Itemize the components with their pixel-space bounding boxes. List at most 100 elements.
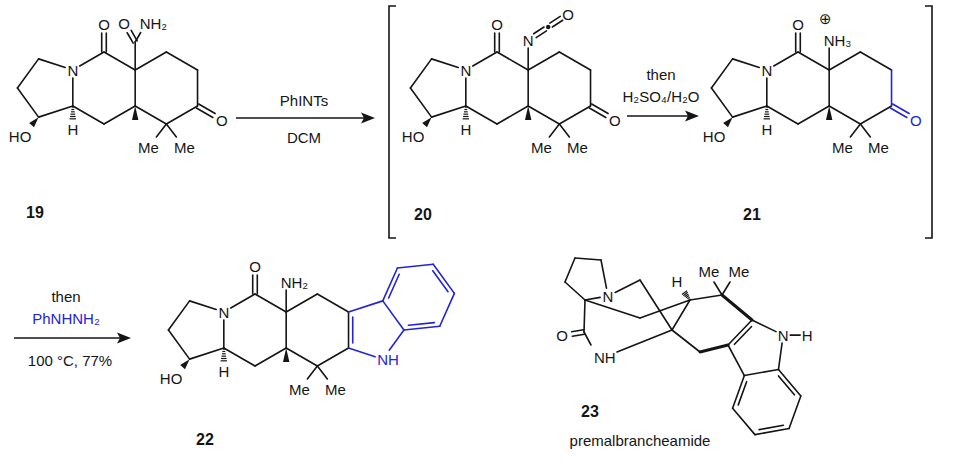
bond-line <box>592 104 608 114</box>
label-anchor: N <box>523 33 534 48</box>
bond-line <box>317 366 327 379</box>
bond-line <box>527 48 529 70</box>
bond-line <box>285 290 287 312</box>
bond-line <box>432 59 459 68</box>
label-anchor: 21 <box>743 207 761 223</box>
label-anchor: H <box>802 328 813 343</box>
bond-line <box>383 301 404 330</box>
hash-bond <box>464 111 468 112</box>
arrow-head <box>117 333 131 344</box>
bond-line <box>39 59 66 68</box>
bond-line <box>690 295 722 300</box>
bond-line <box>733 408 755 434</box>
bond-line <box>494 33 496 52</box>
bond-line <box>256 275 258 294</box>
atom-label: Me <box>138 140 159 155</box>
bond-line <box>893 104 909 114</box>
wedge-bond <box>180 359 189 369</box>
condition-text: then <box>646 67 675 82</box>
atom-label: NH₂ <box>140 16 168 31</box>
label-anchor: 22 <box>196 432 214 448</box>
atom-label: HO <box>402 129 425 144</box>
bond-line <box>733 59 760 68</box>
atom-label: Me <box>699 264 720 279</box>
atom-label: NH <box>377 352 399 367</box>
bond-line <box>572 334 584 336</box>
label-anchor: N <box>67 63 78 78</box>
bond-line <box>565 282 585 300</box>
compound-number: 20 <box>414 207 432 223</box>
label-anchor: 100 °C, 77% <box>28 353 112 368</box>
bond-line <box>231 294 255 308</box>
reagent-text: PhNHNH₂ <box>32 311 100 326</box>
bond-line <box>860 106 891 124</box>
label-anchor: 20 <box>414 207 432 223</box>
hash-bond <box>765 111 769 112</box>
bond-line <box>774 52 798 66</box>
solvent-text: DCM <box>287 130 321 145</box>
label-anchor: O <box>249 259 261 274</box>
bond-line <box>711 88 732 117</box>
label-anchor: premalbrancheamide <box>570 433 711 448</box>
bond-line <box>156 124 166 137</box>
bond-line <box>728 320 752 345</box>
bond-line <box>498 33 500 52</box>
hash-bond <box>464 109 467 110</box>
hash-bond <box>71 109 74 110</box>
bond-line <box>352 317 354 343</box>
bond-line <box>199 104 215 114</box>
bond-line <box>80 52 104 66</box>
label-anchor: Me <box>699 264 720 279</box>
bond-line <box>549 124 559 137</box>
bond-line <box>590 70 592 106</box>
hash-bond <box>222 351 225 352</box>
bond-line <box>196 108 212 118</box>
bond-line <box>190 301 217 310</box>
bond-line <box>744 369 778 375</box>
bond-line <box>798 52 829 70</box>
atom-label: N <box>460 63 471 78</box>
bond-line <box>166 52 197 70</box>
hash-bond <box>765 114 770 115</box>
bond-line <box>286 294 317 312</box>
atom-label: Me <box>531 140 552 155</box>
bond-line <box>559 52 590 70</box>
label-anchor: N <box>603 289 614 304</box>
atom-label: Me <box>832 140 853 155</box>
bond-line <box>433 264 454 293</box>
atom-label: O <box>216 113 228 128</box>
bracket <box>389 6 396 238</box>
bond-line <box>572 330 584 332</box>
bond-line <box>497 52 528 70</box>
hash-bond <box>221 360 227 361</box>
bond-line <box>134 70 136 106</box>
bond-line <box>795 33 797 52</box>
bond-line <box>711 59 732 88</box>
bond-line <box>559 106 590 124</box>
bond-line <box>528 106 559 124</box>
arrow-head <box>685 111 699 122</box>
bond-line <box>798 106 829 124</box>
atom-label: H <box>672 274 683 289</box>
label-anchor: DCM <box>287 130 321 145</box>
bond-line <box>497 106 528 124</box>
bond-line <box>404 326 440 330</box>
label-anchor: Me <box>325 382 346 397</box>
bond-line <box>829 52 860 70</box>
atom-label: H <box>67 122 78 137</box>
wedge-bond <box>826 106 832 120</box>
bond-line <box>850 124 860 137</box>
hash-bond <box>71 114 76 115</box>
hash-bond <box>72 107 74 108</box>
atom-label: Me <box>729 264 750 279</box>
bond-line <box>408 323 434 326</box>
hash-bond <box>222 353 226 354</box>
bond-line <box>700 345 728 352</box>
bond-line <box>778 376 794 395</box>
bond-line <box>891 70 893 106</box>
label-anchor: H <box>460 122 471 137</box>
atom-label: O <box>609 113 621 128</box>
arrow-head <box>361 113 375 124</box>
atom-label: O <box>249 259 261 274</box>
